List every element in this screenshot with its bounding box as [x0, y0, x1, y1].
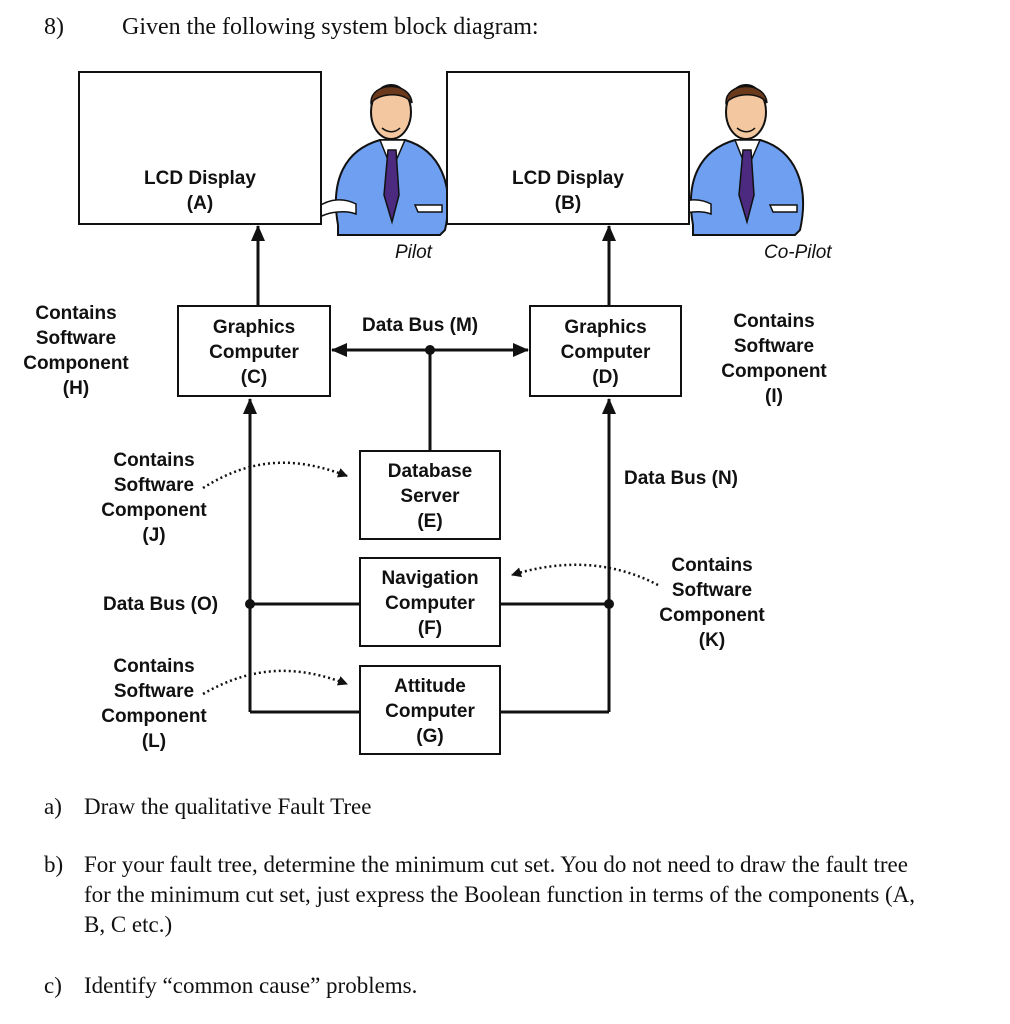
software-h-id: (H)	[62, 378, 90, 399]
navigation-computer-f: Navigation Computer (F)	[359, 557, 501, 647]
software-i-line1: Contains	[733, 311, 815, 332]
software-component-i: Contains Software Component (I)	[712, 309, 836, 409]
software-h-line1: Contains	[35, 303, 117, 324]
graphics-computer-d-id: (D)	[592, 367, 619, 388]
software-component-h: Contains Software Component (H)	[14, 301, 138, 401]
callout-j-to-e	[202, 461, 348, 490]
data-bus-m-label: Data Bus (M)	[362, 315, 479, 336]
navigation-computer-f-id: (F)	[417, 618, 443, 639]
navigation-computer-f-line1: Navigation	[381, 568, 479, 589]
database-server-e-line1: Database	[387, 461, 473, 482]
graphics-computer-c: Graphics Computer (C)	[177, 305, 331, 397]
graphics-computer-c-line2: Computer	[209, 342, 299, 363]
part-c-text: Identify “common cause” problems.	[84, 973, 418, 998]
part-a-letter: a)	[44, 794, 62, 819]
question-title: Given the following system block diagram…	[122, 14, 539, 40]
software-component-j: Contains Software Component (J)	[92, 448, 216, 548]
copilot-figure-icon	[672, 84, 805, 236]
lcd-display-a: LCD Display (A)	[78, 71, 322, 225]
question-number: 8)	[44, 14, 64, 40]
software-l-line2: Software	[113, 681, 195, 702]
graphics-computer-d: Graphics Computer (D)	[529, 305, 682, 397]
software-h-line2: Software	[35, 328, 117, 349]
attitude-computer-g-line2: Computer	[385, 701, 475, 722]
graphics-computer-d-line1: Graphics	[564, 317, 647, 338]
part-b: b) For your fault tree, determine the mi…	[44, 850, 944, 942]
software-i-line2: Software	[733, 336, 815, 357]
attitude-computer-g: Attitude Computer (G)	[359, 665, 501, 755]
software-k-line3: Component	[659, 605, 765, 626]
attitude-computer-g-id: (G)	[416, 726, 444, 747]
data-bus-n-label: Data Bus (N)	[624, 468, 739, 489]
software-l-line3: Component	[101, 706, 207, 727]
software-l-line1: Contains	[113, 656, 195, 677]
lcd-display-b: LCD Display (B)	[446, 71, 690, 225]
software-i-line3: Component	[721, 361, 827, 382]
bus-n-junction	[604, 599, 614, 609]
lcd-display-a-title: LCD Display	[144, 168, 256, 189]
database-server-e-id: (E)	[417, 511, 443, 532]
part-c-letter: c)	[44, 973, 62, 998]
software-i-id: (I)	[765, 386, 783, 407]
attitude-computer-g-line1: Attitude	[394, 676, 466, 697]
callout-k-to-f	[511, 563, 659, 587]
part-a-text: Draw the qualitative Fault Tree	[84, 794, 372, 819]
graphics-computer-c-id: (C)	[240, 367, 268, 388]
part-c: c) Identify “common cause” problems.	[44, 971, 944, 1003]
software-l-id: (L)	[141, 731, 167, 752]
database-server-e: Database Server (E)	[359, 450, 501, 540]
software-j-line3: Component	[101, 500, 207, 521]
software-h-line3: Component	[23, 353, 129, 374]
software-k-id: (K)	[698, 630, 726, 651]
lcd-display-b-title: LCD Display	[512, 168, 624, 189]
part-b-letter: b)	[44, 852, 64, 877]
copilot-label: Co-Pilot	[764, 242, 832, 263]
software-j-line1: Contains	[113, 450, 195, 471]
lcd-display-a-id: (A)	[186, 193, 214, 214]
pilot-label: Pilot	[395, 242, 432, 263]
software-k-line2: Software	[671, 580, 753, 601]
callout-l-to-g	[202, 669, 348, 696]
lcd-display-b-id: (B)	[554, 193, 582, 214]
data-bus-o-label: Data Bus (O)	[103, 594, 219, 615]
graphics-computer-d-line2: Computer	[560, 342, 651, 363]
software-j-line2: Software	[113, 475, 195, 496]
software-component-l: Contains Software Component (L)	[92, 654, 216, 754]
graphics-computer-c-line1: Graphics	[212, 317, 296, 338]
pilot-figure-icon	[317, 84, 450, 236]
navigation-computer-f-line2: Computer	[385, 593, 475, 614]
bus-o-junction	[245, 599, 255, 609]
software-j-id: (J)	[142, 525, 166, 546]
software-component-k: Contains Software Component (K)	[650, 553, 774, 653]
part-a: a) Draw the qualitative Fault Tree	[44, 792, 944, 824]
software-k-line1: Contains	[671, 555, 753, 576]
part-b-text: For your fault tree, determine the minim…	[84, 852, 916, 937]
database-server-e-line2: Server	[400, 486, 460, 507]
